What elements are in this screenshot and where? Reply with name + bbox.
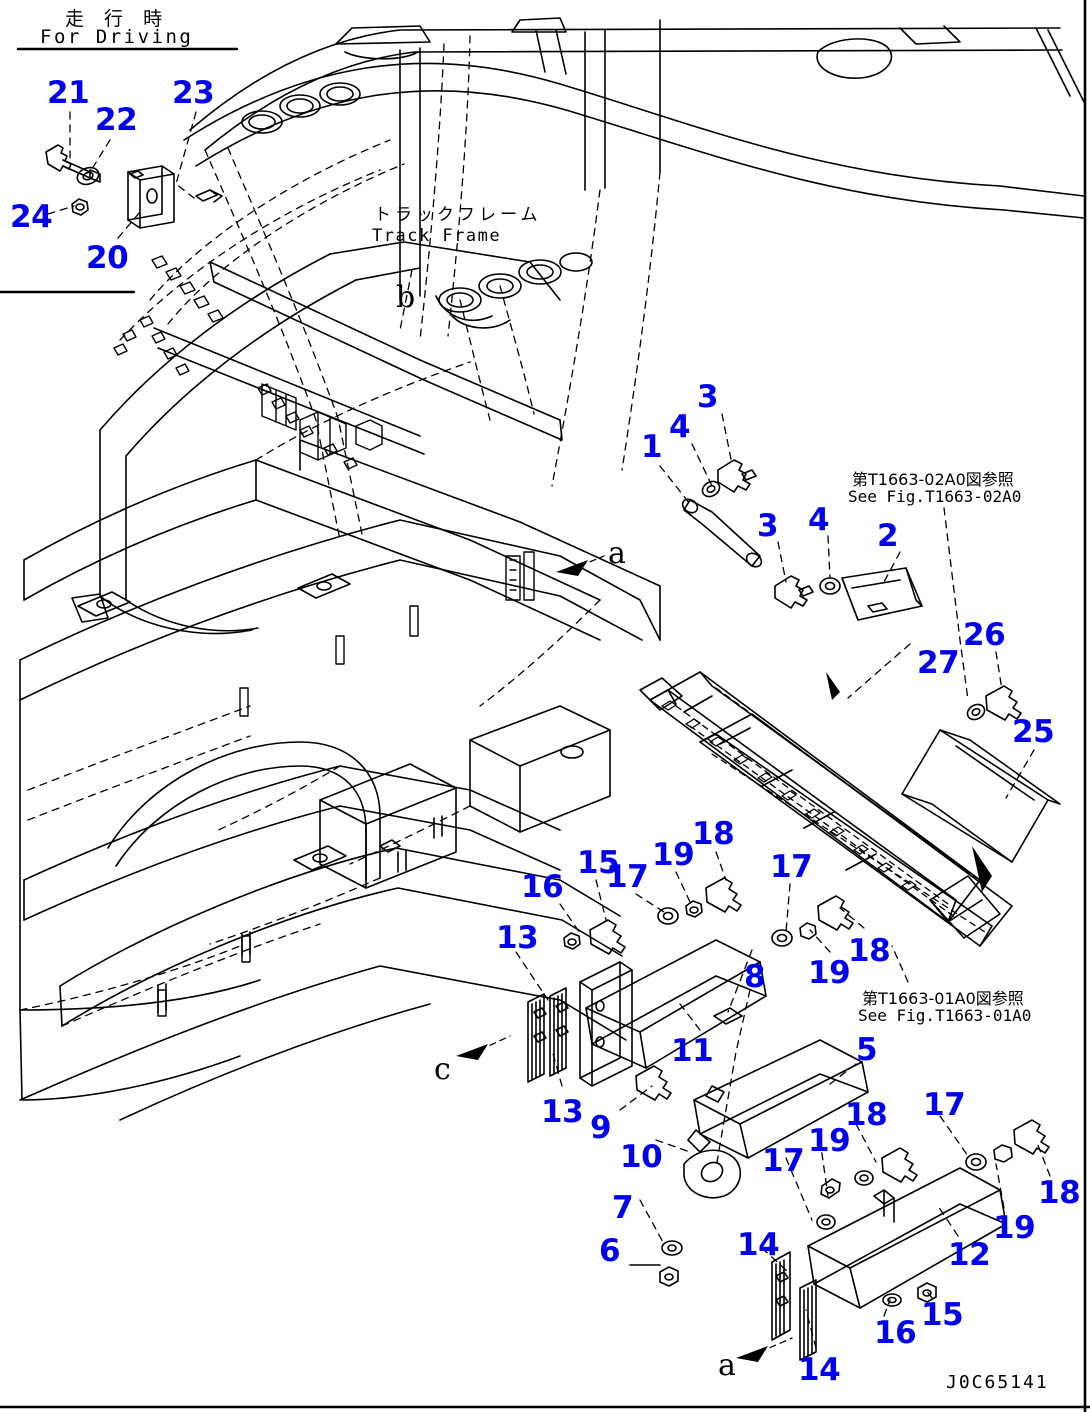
section-mark-a-lower: a — [718, 1348, 736, 1383]
callout-number: 18 — [692, 816, 735, 852]
callout-number: 17 — [762, 1143, 805, 1179]
group-items-20-24 — [45, 144, 223, 229]
callout-number: 11 — [671, 1033, 714, 1069]
reference-02a0-en: See Fig.T1663-02A0 — [848, 487, 1022, 506]
callout-number: 9 — [590, 1110, 612, 1146]
callout-number: 2 — [877, 518, 899, 554]
callout-number: 13 — [541, 1094, 584, 1130]
callout-number: 19 — [993, 1210, 1036, 1246]
callout-number: 1 — [641, 429, 663, 465]
group-item-5-10 — [629, 1007, 869, 1287]
callout-number: 15 — [577, 845, 620, 881]
title-japanese: 走 行 時 — [65, 8, 170, 30]
callout-number: 19 — [808, 1123, 851, 1159]
group-item-11-13 — [527, 877, 854, 1087]
callout-number: 16 — [874, 1315, 917, 1351]
callout-number: 25 — [1012, 714, 1055, 750]
callout-number: 7 — [612, 1190, 634, 1226]
callout-number: 26 — [963, 617, 1006, 653]
callout-number: 27 — [917, 645, 960, 681]
callout-number: 17 — [606, 859, 649, 895]
frame-small-hardware — [113, 255, 535, 1017]
callout-number: 5 — [856, 1032, 878, 1068]
section-mark-b-upper: b — [396, 280, 416, 315]
drawing-number: J0C65141 — [946, 1372, 1049, 1393]
callout-number: 18 — [1038, 1175, 1081, 1211]
callout-number: 18 — [845, 1097, 888, 1133]
reference-01a0-en: See Fig.T1663-01A0 — [858, 1006, 1032, 1025]
callout-number: 17 — [923, 1087, 966, 1123]
callout-leaders — [47, 111, 1051, 1349]
callout-number: 6 — [599, 1233, 621, 1269]
main-ladder-assembly — [639, 671, 1061, 947]
callout-number: 17 — [770, 849, 813, 885]
callout-number: 13 — [496, 920, 539, 956]
group-item-12-14 — [771, 1119, 1050, 1361]
callout-number: 10 — [620, 1139, 663, 1175]
callout-number: 15 — [921, 1297, 964, 1333]
callout-number: 3 — [697, 379, 719, 415]
reference-01a0-jp: 第T1663-01A0図参照 — [862, 989, 1024, 1008]
reference-02a0-jp: 第T1663-02A0図参照 — [852, 470, 1014, 489]
callout-number: 21 — [47, 75, 90, 111]
callout-number: 4 — [808, 502, 830, 538]
callout-number: 24 — [10, 199, 53, 235]
track-frame-label-en: Track Frame — [372, 226, 502, 246]
track-frame-assembly — [19, 17, 1086, 1121]
callout-number: 4 — [669, 409, 691, 445]
callout-number: 14 — [737, 1227, 780, 1263]
callout-number: 8 — [744, 959, 766, 995]
callout-number: 19 — [808, 955, 851, 991]
callout-number: 23 — [172, 75, 215, 111]
section-mark-a-upper: a — [608, 536, 626, 571]
callout-number: 12 — [948, 1237, 991, 1273]
track-frame-label-jp: トラックフレーム — [374, 205, 542, 225]
callout-number: 16 — [521, 869, 564, 905]
callout-number: 14 — [798, 1352, 841, 1388]
callout-number: 19 — [652, 837, 695, 873]
title-english: For Driving — [40, 26, 194, 48]
callout-number: 3 — [757, 508, 779, 544]
frame-hidden-lines — [19, 35, 661, 1027]
group-items-1-4 — [681, 459, 923, 621]
section-arrows — [456, 555, 793, 1362]
callout-number: 18 — [848, 933, 891, 969]
callout-number: 20 — [86, 240, 129, 276]
callout-number: 22 — [95, 102, 138, 138]
section-mark-c-lower: c — [434, 1052, 451, 1087]
